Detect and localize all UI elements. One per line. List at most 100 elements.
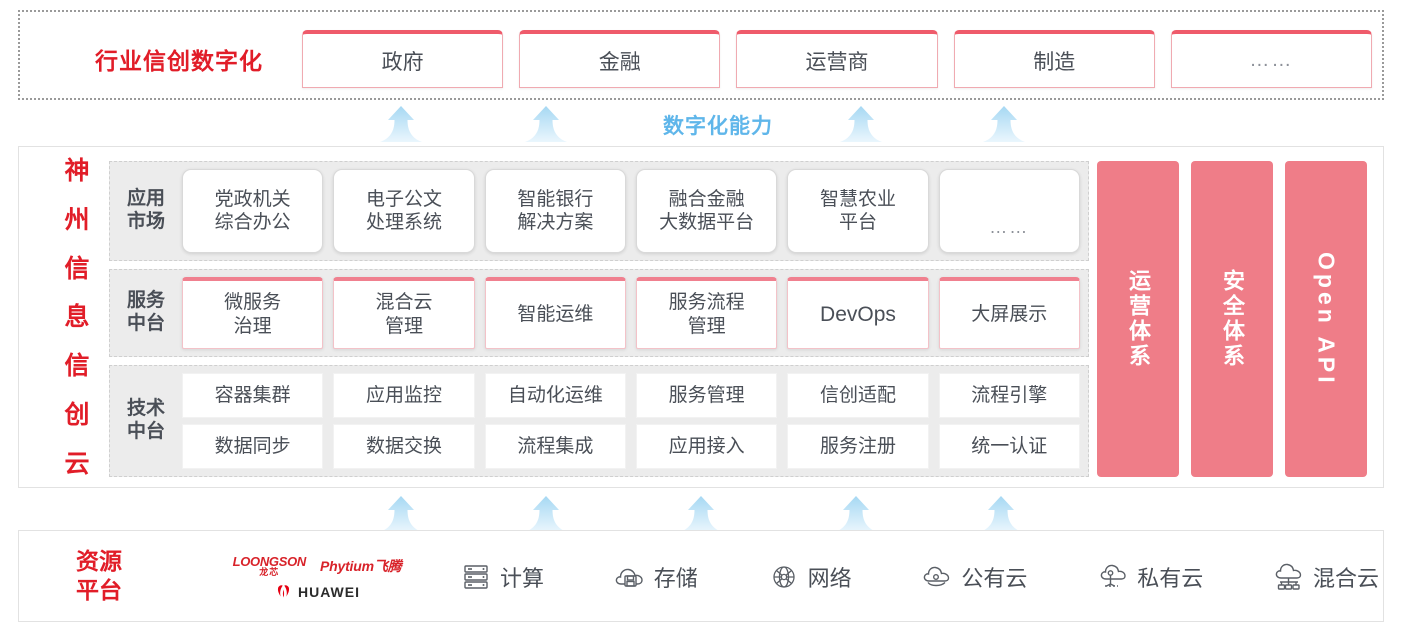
cloud-title-char: 息 [64,303,90,332]
resource-item-hybrid-cloud-label: 混合云 [1312,566,1379,591]
service-card-devops[interactable]: DevOps [787,277,929,349]
technology-card-line-1: 容器集群 应用监控 自动化运维 服务管理 信创适配 流程引擎 [182,373,1080,418]
tech-card-process-engine[interactable]: 流程引擎 [938,373,1080,418]
pillar-open-api[interactable]: Open API [1285,161,1367,477]
tech-card-application-monitoring[interactable]: 应用监控 [333,373,475,418]
capability-arrow-strip-top: 数字化能力 [0,104,1402,142]
resource-item-storage[interactable]: 存储 [613,560,698,594]
tech-card-service-registry[interactable]: 服务注册 [787,424,929,469]
up-arrow-icon [525,106,567,142]
cloud-storage-icon [613,560,647,594]
service-card-microservice-governance[interactable]: 微服务 治理 [182,277,324,349]
row-label-technology-platform: 技术 中台 [126,398,165,442]
industry-card-operator[interactable]: 运营商 [736,30,938,88]
private-cloud-icon [1096,560,1130,594]
industry-card-government[interactable]: 政府 [302,30,504,88]
technology-card-line-2: 数据同步 数据交换 流程集成 应用接入 服务注册 统一认证 [182,424,1080,469]
service-card-service-process-management[interactable]: 服务流程 管理 [635,277,778,349]
phytium-logo: Phytium飞腾 [320,557,402,574]
cloud-band: 神 州 信 息 信 创 云 应用 市场 党政机关 综合办公 电子公文 处理系统 … [18,146,1384,488]
app-card-smart-bank-solution[interactable]: 智能银行 解决方案 [484,169,626,253]
vendor-logo-row-1: LOONGSON 龙芯 Phytium飞腾 [233,555,402,577]
resource-item-list: 计算 存储 [459,545,1379,609]
huawei-logo: HUAWEI [274,584,360,600]
tech-card-container-cluster[interactable]: 容器集群 [182,373,324,418]
industry-card-list: 政府 金融 运营商 制造 …… [302,30,1373,88]
tech-card-application-access[interactable]: 应用接入 [635,424,778,469]
resource-item-private-cloud-label: 私有云 [1137,566,1204,591]
up-arrow-icon [380,106,422,142]
huawei-logo-text: HUAWEI [298,583,360,600]
app-card-government-office[interactable]: 党政机关 综合办公 [182,169,324,253]
industry-card-finance[interactable]: 金融 [519,30,721,88]
up-arrow-icon [840,106,882,142]
resource-item-private-cloud[interactable]: 私有云 [1096,560,1203,594]
pillar-operations-system-label: 运营体系 [1126,269,1151,369]
hybrid-cloud-icon [1272,560,1306,594]
loongson-logo: LOONGSON 龙芯 [232,553,307,577]
service-card-hybrid-cloud-management[interactable]: 混合云 管理 [333,277,475,349]
industry-card-manufacturing[interactable]: 制造 [953,30,1155,88]
up-arrow-icon [980,496,1022,532]
resource-item-network-label: 网络 [807,566,852,591]
pillar-security-system[interactable]: 安全体系 [1191,161,1273,477]
resource-item-network[interactable]: 网络 [767,560,852,594]
row-label-application-market: 应用 市场 [126,188,165,232]
up-arrow-icon [835,496,877,532]
resource-band-title: 资源 平台 [76,548,122,603]
app-card-smart-agriculture-platform[interactable]: 智慧农业 平台 [787,169,929,253]
cloud-title-char: 神 [64,157,90,185]
tech-card-service-management[interactable]: 服务管理 [635,373,778,418]
resource-item-hybrid-cloud[interactable]: 混合云 [1272,560,1379,594]
industry-band-title: 行业信创数字化 [95,48,263,74]
industry-card-more[interactable]: …… [1170,30,1373,88]
server-icon [459,560,493,594]
public-cloud-icon [920,560,954,594]
cloud-title-char: 云 [64,449,90,478]
up-arrow-icon [983,106,1025,142]
app-card-more[interactable]: …… [938,169,1080,253]
row-application-market: 应用 市场 党政机关 综合办公 电子公文 处理系统 智能银行 解决方案 融合金融… [109,161,1089,261]
loongson-logo-cn: 龙芯 [259,566,280,577]
application-card-list: 党政机关 综合办公 电子公文 处理系统 智能银行 解决方案 融合金融 大数据平台… [182,169,1080,253]
pillar-operations-system[interactable]: 运营体系 [1097,161,1179,477]
capability-label: 数字化能力 [663,115,773,138]
vendor-logo-row-2: HUAWEI [274,584,360,600]
resource-item-compute-label: 计算 [500,566,545,591]
network-icon [767,560,801,594]
huawei-flower-icon [274,584,293,599]
app-card-e-document-system[interactable]: 电子公文 处理系统 [333,169,475,253]
cloud-title-char: 州 [64,205,90,234]
service-card-list: 微服务 治理 混合云 管理 智能运维 服务流程 管理 DevOps 大屏展示 [182,277,1080,349]
pillar-open-api-label: Open API [1313,251,1340,387]
cloud-pillars: 运营体系 安全体系 Open API [1097,161,1367,477]
resource-band: 资源 平台 LOONGSON 龙芯 Phytium飞腾 [18,530,1384,622]
tech-card-data-sync[interactable]: 数据同步 [182,424,324,469]
service-card-dashboard-display[interactable]: 大屏展示 [938,277,1080,349]
resource-item-compute[interactable]: 计算 [459,560,544,594]
up-arrow-icon [680,496,722,532]
resource-item-public-cloud[interactable]: 公有云 [920,560,1027,594]
resource-item-storage-label: 存储 [653,566,698,591]
service-card-intelligent-ops[interactable]: 智能运维 [484,277,626,349]
row-label-service-platform: 服务 中台 [126,290,165,334]
cloud-band-title: 神 州 信 息 信 创 云 [49,159,105,477]
tech-card-data-exchange[interactable]: 数据交换 [333,424,475,469]
loongson-logo-en: LOONGSON [232,553,307,569]
tech-card-process-integration[interactable]: 流程集成 [484,424,626,469]
technology-card-list: 容器集群 应用监控 自动化运维 服务管理 信创适配 流程引擎 数据同步 数据交换… [182,373,1080,469]
tech-card-xinchuang-adaptation[interactable]: 信创适配 [787,373,929,418]
tech-card-unified-authentication[interactable]: 统一认证 [938,424,1080,469]
cloud-title-char: 创 [64,401,90,430]
resource-item-public-cloud-label: 公有云 [961,566,1028,591]
row-service-platform: 服务 中台 微服务 治理 混合云 管理 智能运维 服务流程 管理 DevOps … [109,269,1089,357]
vendor-logo-group: LOONGSON 龙芯 Phytium飞腾 [197,543,437,611]
app-card-finance-bigdata-platform[interactable]: 融合金融 大数据平台 [635,169,778,253]
pillar-security-system-label: 安全体系 [1220,269,1245,369]
capability-arrow-strip-bottom [0,494,1402,532]
tech-card-automated-ops[interactable]: 自动化运维 [484,373,626,418]
cloud-title-char: 信 [64,254,90,283]
up-arrow-icon [380,496,422,532]
row-technology-platform: 技术 中台 容器集群 应用监控 自动化运维 服务管理 信创适配 流程引擎 数据同… [109,365,1089,477]
up-arrow-icon [525,496,567,532]
